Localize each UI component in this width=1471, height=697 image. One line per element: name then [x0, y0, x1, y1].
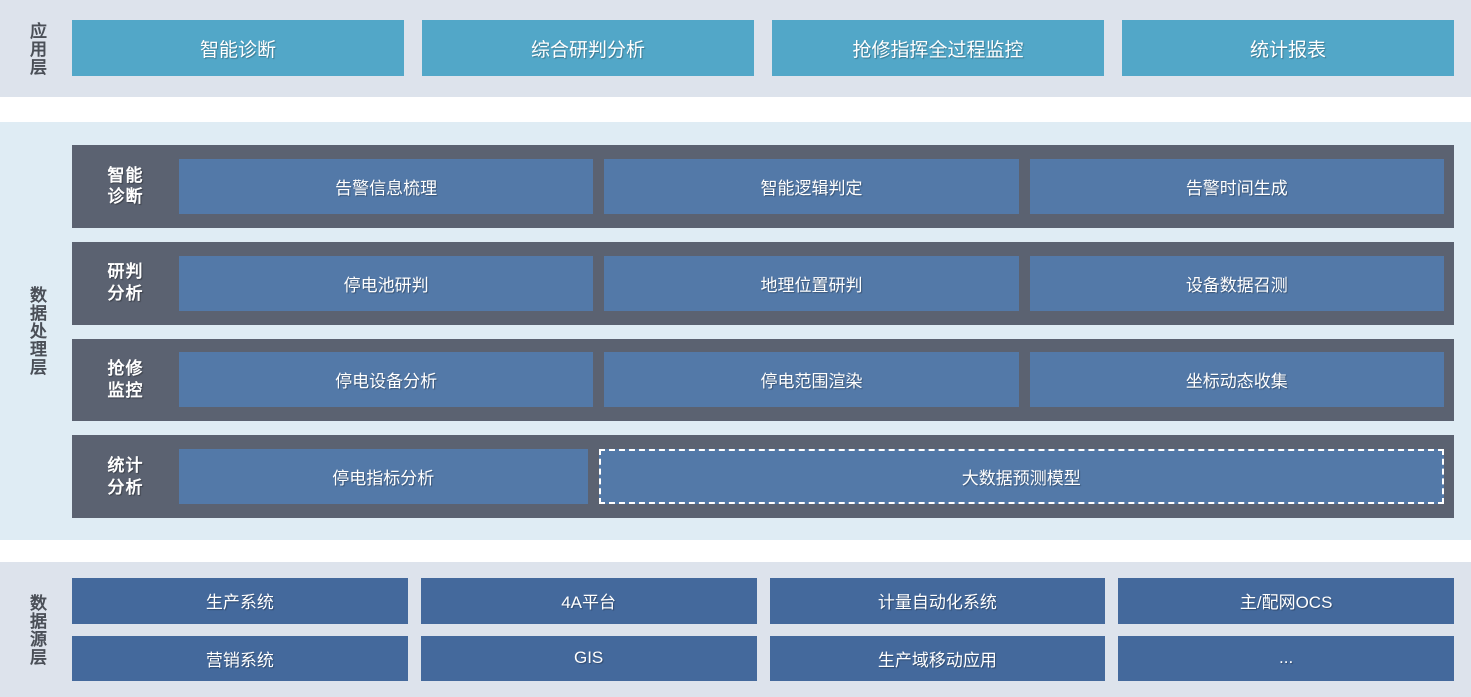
process-row-label-line2: 监控 — [107, 380, 144, 400]
application-layer-body: 智能诊断 综合研判分析 抢修指挥全过程监控 统计报表 — [72, 0, 1471, 97]
process-row-label-line2: 分析 — [107, 477, 144, 497]
process-cell-outage-index-analysis[interactable]: 停电指标分析 — [179, 449, 588, 505]
process-cell-big-data-prediction-model[interactable]: 大数据预测模型 — [598, 449, 1444, 505]
data-source-layer-body: 生产系统 4A平台 计量自动化系统 主/配网OCS 营销系统 GIS 生产域移动… — [72, 562, 1471, 697]
data-processing-layer-body: 智能 诊断 告警信息梳理 智能逻辑判定 告警时间生成 研判 分析 停电池研判 地… — [72, 122, 1471, 540]
source-box-more[interactable]: ... — [1118, 635, 1454, 681]
process-cell-outage-range-rendering[interactable]: 停电范围渲染 — [604, 352, 1019, 408]
source-row-top: 生产系统 4A平台 计量自动化系统 主/配网OCS — [72, 578, 1454, 624]
data-source-layer: 数据源层 生产系统 4A平台 计量自动化系统 主/配网OCS 营销系统 GIS … — [0, 562, 1471, 697]
source-row-bottom: 营销系统 GIS 生产域移动应用 ... — [72, 635, 1454, 681]
process-row-label-line1: 统计 — [107, 455, 144, 475]
app-box-comprehensive-analysis[interactable]: 综合研判分析 — [422, 20, 754, 76]
process-cell-outage-pool-judgment[interactable]: 停电池研判 — [179, 255, 594, 311]
process-cell-alarm-time-generation[interactable]: 告警时间生成 — [1029, 158, 1444, 214]
process-row-cells: 停电设备分析 停电范围渲染 坐标动态收集 — [179, 339, 1454, 422]
process-cell-device-data-polling[interactable]: 设备数据召测 — [1029, 255, 1444, 311]
process-row-judgment-analysis: 研判 分析 停电池研判 地理位置研判 设备数据召测 — [72, 241, 1454, 325]
process-cell-alarm-info-sorting[interactable]: 告警信息梳理 — [179, 158, 594, 214]
process-row-label-line2: 诊断 — [107, 187, 144, 207]
data-processing-layer-label: 数据处理层 — [27, 286, 47, 376]
process-row-label-judgment-analysis: 研判 分析 — [72, 242, 179, 325]
process-cell-intelligent-logic-judgment[interactable]: 智能逻辑判定 — [604, 158, 1019, 214]
process-row-label-repair-monitoring: 抢修 监控 — [72, 339, 179, 422]
process-row-intelligent-diagnosis: 智能 诊断 告警信息梳理 智能逻辑判定 告警时间生成 — [72, 145, 1454, 228]
process-row-label-statistical-analysis: 统计 分析 — [72, 435, 179, 518]
process-row-label-line1: 抢修 — [107, 359, 144, 379]
source-box-gis[interactable]: GIS — [420, 635, 757, 681]
source-box-marketing-system[interactable]: 营销系统 — [72, 635, 408, 681]
data-source-layer-label: 数据源层 — [27, 593, 47, 666]
process-row-cells: 告警信息梳理 智能逻辑判定 告警时间生成 — [179, 145, 1454, 228]
process-row-label-intelligent-diagnosis: 智能 诊断 — [72, 145, 179, 228]
app-box-repair-command-monitoring[interactable]: 抢修指挥全过程监控 — [772, 20, 1104, 76]
process-row-label-line1: 智能 — [107, 165, 144, 185]
process-cell-geographic-location-judgment[interactable]: 地理位置研判 — [604, 255, 1019, 311]
data-processing-layer: 数据处理层 智能 诊断 告警信息梳理 智能逻辑判定 告警时间生成 研判 分析 — [0, 122, 1471, 540]
source-box-metering-automation-system[interactable]: 计量自动化系统 — [769, 578, 1106, 624]
process-row-cells: 停电指标分析 大数据预测模型 — [179, 435, 1454, 518]
source-box-4a-platform[interactable]: 4A平台 — [420, 578, 757, 624]
source-box-main-distribution-ocs[interactable]: 主/配网OCS — [1118, 578, 1454, 624]
source-box-production-system[interactable]: 生产系统 — [72, 578, 408, 624]
process-row-statistical-analysis: 统计 分析 停电指标分析 大数据预测模型 — [72, 435, 1454, 518]
process-cell-outage-device-analysis[interactable]: 停电设备分析 — [179, 352, 594, 408]
app-box-intelligent-diagnosis[interactable]: 智能诊断 — [72, 20, 404, 76]
source-box-production-mobile-application[interactable]: 生产域移动应用 — [769, 635, 1106, 681]
process-row-label-line1: 研判 — [107, 262, 144, 282]
process-cell-coordinate-dynamic-collection[interactable]: 坐标动态收集 — [1029, 352, 1444, 408]
application-layer-label: 应用层 — [27, 21, 47, 76]
application-layer: 应用层 智能诊断 综合研判分析 抢修指挥全过程监控 统计报表 — [0, 0, 1471, 97]
process-row-repair-monitoring: 抢修 监控 停电设备分析 停电范围渲染 坐标动态收集 — [72, 338, 1454, 422]
process-row-cells: 停电池研判 地理位置研判 设备数据召测 — [179, 242, 1454, 325]
app-box-statistical-report[interactable]: 统计报表 — [1122, 20, 1454, 76]
process-row-label-line2: 分析 — [107, 284, 144, 304]
